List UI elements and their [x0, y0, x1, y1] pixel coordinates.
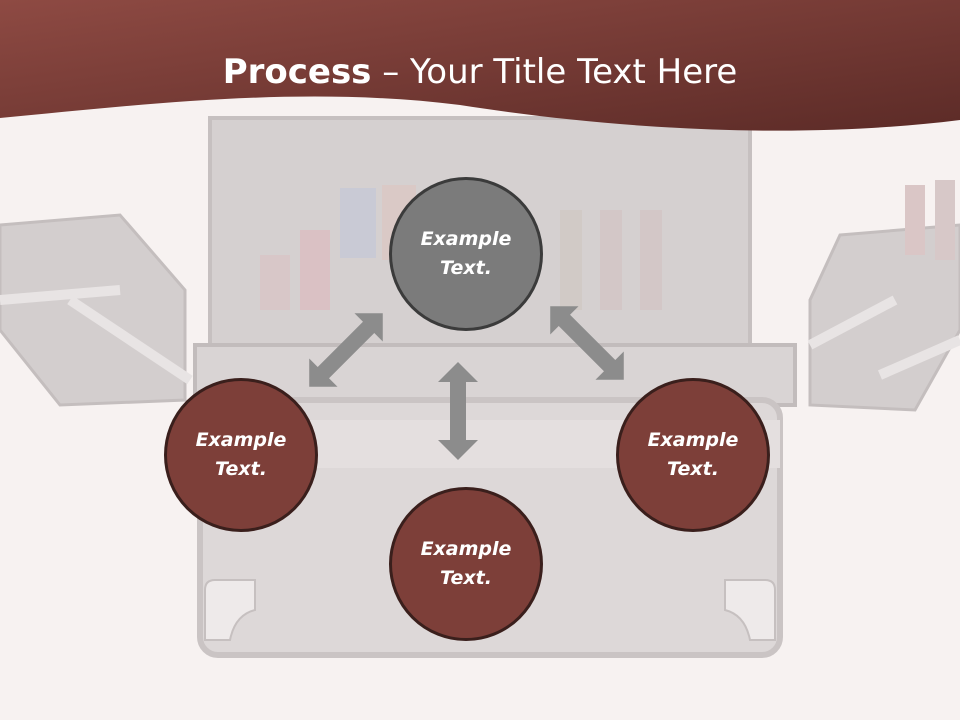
- arrow-diagonal-left: [309, 313, 383, 387]
- title-rest: – Your Title Text Here: [371, 52, 738, 92]
- arrow-vertical: [438, 362, 478, 460]
- title-bold: Process: [222, 52, 372, 92]
- header-band: [0, 0, 960, 131]
- slide-title: Process – Your Title Text Here: [0, 52, 960, 92]
- arrows: [309, 306, 624, 460]
- arrow-diagonal-right: [550, 306, 624, 380]
